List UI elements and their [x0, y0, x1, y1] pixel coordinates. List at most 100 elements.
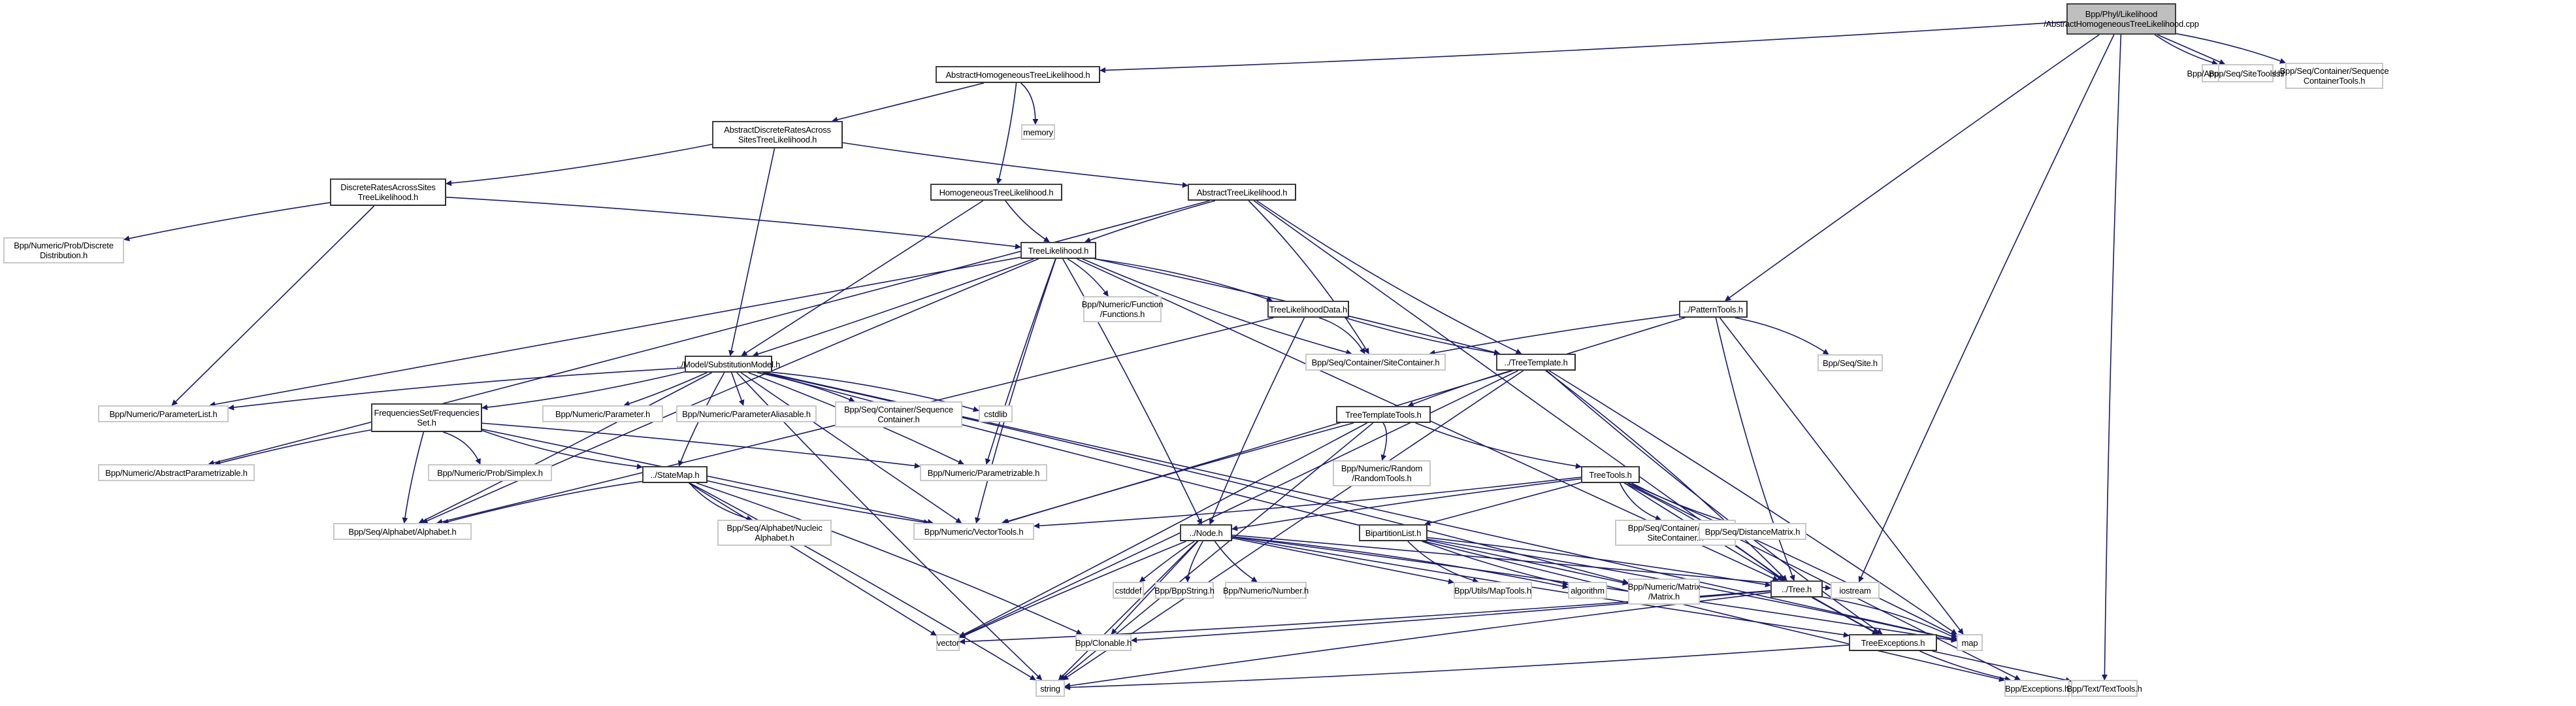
node-bipartition-list[interactable]: BipartitionList.h: [1359, 524, 1427, 541]
node-node-h[interactable]: ../Node.h: [1180, 524, 1232, 541]
edge-node-to-cstddef: [1139, 541, 1195, 582]
node-iostream[interactable]: iostream: [1831, 582, 1880, 599]
edge-tl-to-subsmodel: [752, 258, 1034, 357]
node-clonable[interactable]: Bpp/Clonable.h: [1075, 634, 1132, 651]
node-functions[interactable]: Bpp/Numeric/Function /Functions.h: [1082, 296, 1164, 322]
edge-htl-to-subsmodel: [741, 200, 984, 356]
node-discrete-rates-across-sites[interactable]: DiscreteRatesAcrossSites TreeLikelihood.…: [330, 178, 446, 206]
edge-treetools-to-map: [1628, 482, 1957, 637]
node-parametrizable[interactable]: Bpp/Numeric/Parametrizable.h: [920, 464, 1047, 481]
node-abstract-homogeneous-tree-likelihood[interactable]: AbstractHomogeneousTreeLikelihood.h: [936, 66, 1100, 83]
edge-ttt-to-vectortools: [1003, 422, 1354, 524]
edge-node-to-vector: [959, 541, 1186, 639]
node-parameter[interactable]: Bpp/Numeric/Parameter.h: [542, 405, 663, 422]
edge-subsmodel-to-statemap: [677, 372, 725, 467]
edge-node-to-treeexc: [1231, 536, 1850, 638]
node-string[interactable]: string: [1035, 680, 1065, 697]
edge-freqset-to-simplex: [443, 431, 481, 465]
node-site-tools[interactable]: Bpp/Seq/SiteTools.h: [2209, 64, 2283, 82]
node-site-container[interactable]: Bpp/Seq/Container/SiteContainer.h: [1305, 354, 1446, 371]
node-substitution-model[interactable]: ../Model/SubstitutionModel.h: [677, 356, 780, 373]
edge-adrastl-to-subsmodel: [728, 148, 775, 356]
node-pattern-tools[interactable]: ../PatternTools.h: [1679, 301, 1748, 318]
node-tree-template[interactable]: ../TreeTemplate.h: [1496, 354, 1576, 371]
node-state-map[interactable]: ../StateMap.h: [642, 466, 708, 483]
node-algorithm[interactable]: algorithm: [1568, 582, 1607, 599]
node-root-file[interactable]: Bpp/Phyl/Likelihood /AbstractHomogeneous…: [2044, 3, 2199, 35]
edge-statemap-to-string: [689, 482, 1036, 681]
node-cstdlib[interactable]: cstdlib: [979, 405, 1013, 422]
edge-drastl-to-discdist: [123, 202, 331, 242]
node-vector-tools[interactable]: Bpp/Numeric/VectorTools.h: [913, 523, 1034, 540]
edge-node-to-bppstring: [1184, 541, 1203, 582]
node-map-tools[interactable]: Bpp/Utils/MapTools.h: [1454, 582, 1532, 599]
edge-subsmodel-to-paramlist: [228, 367, 685, 411]
node-exceptions[interactable]: Bpp/Exceptions.h: [2004, 680, 2070, 697]
node-distance-matrix[interactable]: Bpp/Seq/DistanceMatrix.h: [1699, 523, 1806, 540]
edge-treetools-to-vectortools: [1034, 477, 1582, 529]
edge-node-to-maptools: [1231, 537, 1454, 584]
node-tree-h[interactable]: ../Tree.h: [1770, 580, 1823, 597]
node-site[interactable]: Bpp/Seq/Site.h: [1818, 354, 1883, 371]
node-memory[interactable]: memory: [1021, 124, 1055, 140]
edge-treetools-to-treeexc: [1624, 482, 1880, 635]
node-discrete-distribution[interactable]: Bpp/Numeric/Prob/Discrete Distribution.h: [3, 237, 124, 263]
edge-node-to-number: [1214, 541, 1258, 582]
node-nucleic-alphabet[interactable]: Bpp/Seq/Alphabet/Nucleic Alphabet.h: [717, 520, 832, 546]
node-tree-likelihood[interactable]: TreeLikelihood.h: [1020, 242, 1096, 259]
edge-subsmodel-to-paramaliasable: [730, 372, 745, 406]
edge-ttt-to-randomtools: [1380, 422, 1388, 461]
edge-subsmodel-to-freqset: [481, 371, 685, 411]
node-random-tools[interactable]: Bpp/Numeric/Random /RandomTools.h: [1333, 460, 1431, 486]
node-homogeneous-tree-likelihood[interactable]: HomogeneousTreeLikelihood.h: [930, 184, 1062, 201]
edge-adrastl-to-atl: [842, 142, 1188, 188]
node-tree-exceptions[interactable]: TreeExceptions.h: [1849, 634, 1937, 651]
edge-tl-to-paramlist: [209, 256, 1021, 407]
edge-drastl-to-tl: [446, 196, 1021, 250]
node-matrix[interactable]: Bpp/Numeric/Matrix /Matrix.h: [1628, 579, 1700, 605]
edge-subsmodel-to-parameter: [623, 372, 708, 407]
edge-treeexc-to-texttools: [1932, 650, 2072, 683]
node-tree-template-tools[interactable]: TreeTemplateTools.h: [1336, 406, 1431, 423]
node-simplex[interactable]: Bpp/Numeric/Prob/Simplex.h: [428, 464, 552, 481]
edge-tree-to-string: [1064, 592, 1771, 689]
node-map[interactable]: map: [1957, 634, 1983, 651]
edge-treetemplate-to-map: [1548, 370, 1957, 635]
edge-treetemplate-to-tree: [1545, 370, 1787, 581]
edge-treetools-to-exceptions: [1627, 482, 2021, 681]
edge-ahtl-to-htl: [996, 82, 1017, 184]
edge-treetemplate-to-ttt: [1407, 370, 1512, 407]
edge-root-to-patterntools: [1725, 34, 2100, 301]
node-alphabet[interactable]: Bpp/Seq/Alphabet/Alphabet.h: [333, 523, 472, 540]
node-sequence-container-tools[interactable]: Bpp/Seq/Container/Sequence ContainerTool…: [2280, 63, 2389, 89]
node-sequence-container[interactable]: Bpp/Seq/Container/Sequence Container.h: [835, 401, 962, 428]
node-bpp-string[interactable]: Bpp/BppString.h: [1154, 582, 1215, 599]
edge-drastl-to-paramlist: [171, 205, 375, 406]
edge-subsmodel-to-seqcont: [757, 372, 855, 403]
node-parameter-aliasable[interactable]: Bpp/Numeric/ParameterAliasable.h: [676, 405, 817, 422]
node-abstract-discrete-rates-across-sites[interactable]: AbstractDiscreteRatesAcross SitesTreeLik…: [712, 121, 843, 148]
edge-treetools-to-distmatrix: [1631, 482, 1732, 524]
edge-htl-to-tl: [1005, 200, 1050, 243]
node-cstddef[interactable]: cstddef: [1113, 582, 1144, 599]
node-vector[interactable]: vector: [936, 634, 960, 651]
edge-node-to-iostream: [1231, 534, 1831, 591]
node-abstract-parametrizable[interactable]: Bpp/Numeric/AbstractParametrizable.h: [98, 464, 255, 481]
edge-root-to-sitetools: [2157, 34, 2226, 65]
edge-tl-to-alphabet: [421, 258, 1039, 524]
edge-statemap-to-vector: [688, 482, 937, 636]
node-frequencies-set[interactable]: FrequenciesSet/Frequencies Set.h: [371, 403, 482, 432]
node-text-tools[interactable]: Bpp/Text/TextTools.h: [2066, 680, 2142, 697]
edge-adrastl-to-drastl: [446, 143, 713, 186]
node-tree-tools[interactable]: TreeTools.h: [1581, 466, 1640, 483]
node-tree-likelihood-data[interactable]: TreeLikelihoodData.h: [1267, 301, 1349, 318]
node-abstract-tree-likelihood[interactable]: AbstractTreeLikelihood.h: [1188, 184, 1296, 201]
edge-subsmodel-to-alphabet: [418, 372, 713, 524]
node-parameter-list[interactable]: Bpp/Numeric/ParameterList.h: [98, 405, 229, 422]
edge-freqset-to-statemap: [481, 429, 643, 470]
edge-treetemplate-to-vector: [959, 370, 1519, 638]
edge-tl-to-vectortools: [975, 258, 1056, 524]
edge-treeexc-to-string: [1064, 644, 1850, 690]
node-number[interactable]: Bpp/Numeric/Number.h: [1223, 582, 1309, 599]
